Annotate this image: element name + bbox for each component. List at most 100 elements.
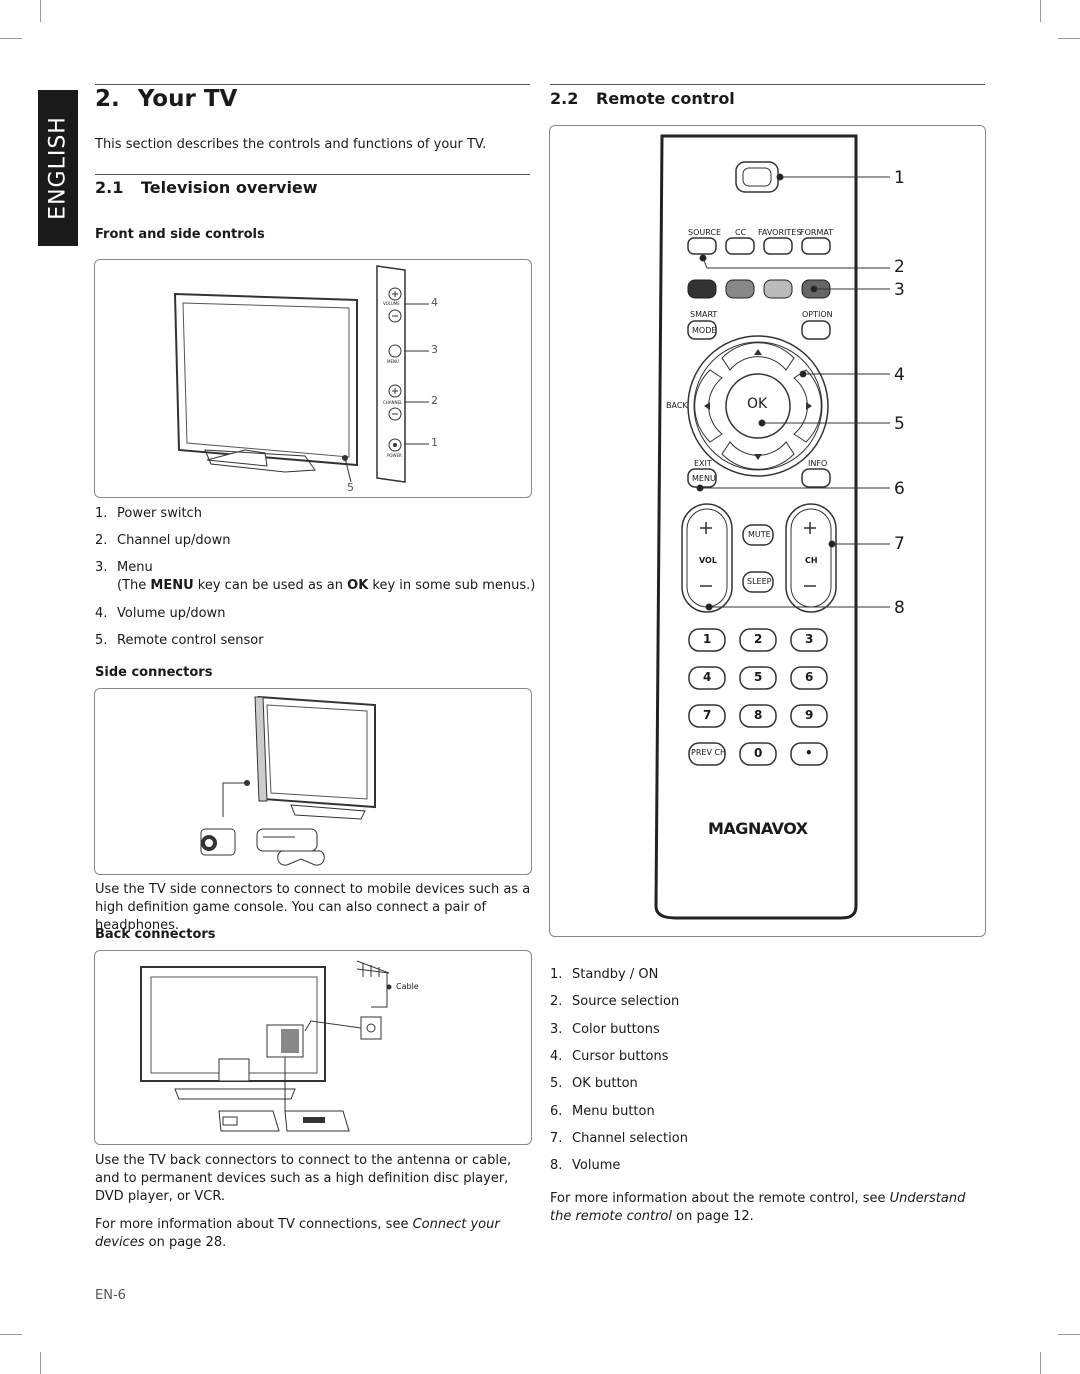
remote-label-mute: MUTE — [748, 530, 771, 539]
digit-key-5: 5 — [754, 670, 763, 684]
section-number: 2.2 — [550, 89, 579, 108]
list-item: 4.Volume up/down — [95, 606, 226, 621]
remote-callout-3: 3 — [894, 280, 905, 300]
cable-label: Cable — [396, 982, 419, 991]
remote-callout-8: 8 — [894, 598, 905, 618]
link-connect-devices[interactable]: Connect your devices — [95, 1217, 500, 1250]
back-connectors-heading: Back connectors — [95, 927, 216, 942]
digit-key-3: 3 — [805, 632, 814, 646]
remote-label-smart: SMART — [690, 310, 718, 319]
back-connectors-text: Use the TV back connectors to connect to… — [95, 1153, 512, 1204]
remote-callout-6: 6 — [894, 479, 905, 499]
crop-mark — [1058, 1334, 1080, 1335]
list-item: 6.Menu button — [550, 1104, 655, 1119]
remote-label-info: INFO — [808, 459, 828, 468]
crop-mark — [40, 1352, 41, 1374]
section-title: Television overview — [141, 178, 318, 197]
front-controls-figure: VOLUME MENU CHANNEL POWER 4 3 2 1 5 — [94, 259, 532, 498]
front-controls-heading: Front and side controls — [95, 227, 265, 242]
remote-label-option: OPTION — [802, 310, 833, 319]
digit-key-dot: • — [805, 746, 813, 760]
front-callout-4: 4 — [431, 296, 438, 309]
list-item: 4.Cursor buttons — [550, 1049, 669, 1064]
panel-label-power: POWER — [387, 453, 402, 458]
remote-label-format: FORMAT — [800, 228, 834, 237]
remote-callout-4: 4 — [894, 365, 905, 385]
list-item: 1.Power switch — [95, 506, 202, 521]
list-item: 1.Standby / ON — [550, 967, 659, 982]
remote-label-mode: MODE — [692, 326, 717, 335]
remote-label-source: SOURCE — [688, 228, 722, 237]
digit-key-9: 9 — [805, 708, 814, 722]
page-number: EN-6 — [95, 1288, 126, 1303]
section-2-2-heading: 2.2 Remote control — [550, 89, 735, 108]
digit-key-6: 6 — [805, 670, 814, 684]
list-item: 7.Channel selection — [550, 1131, 688, 1146]
crop-mark — [1058, 38, 1080, 39]
remote-label-sleep: SLEEP — [747, 577, 772, 586]
digit-key-2: 2 — [754, 632, 763, 646]
list-item: 3.Color buttons — [550, 1022, 660, 1037]
crop-mark — [0, 1334, 22, 1335]
remote-label-prevch: PREV CH — [691, 748, 727, 757]
crop-mark — [1040, 0, 1041, 22]
panel-label-channel: CHANNEL — [383, 400, 403, 405]
section-2-2-rule — [550, 84, 985, 85]
remote-label-ok: OK — [747, 396, 768, 412]
digit-key-8: 8 — [754, 708, 763, 722]
remote-label-back: BACK — [666, 401, 688, 410]
section-number: 2.1 — [95, 178, 124, 197]
remote-label-cc: CC — [735, 228, 747, 237]
chapter-number: 2. — [95, 86, 120, 112]
list-item: 3.Menu — [95, 560, 153, 575]
front-controls-list: 1.Power switch 2.Channel up/down 3.Menu … — [95, 506, 535, 648]
remote-label-vol: VOL — [699, 556, 717, 565]
panel-label-volume: VOLUME — [383, 301, 400, 306]
remote-brand-logo: MAGNAVOX — [708, 819, 808, 838]
remote-callout-7: 7 — [894, 534, 905, 554]
digit-key-7: 7 — [703, 708, 712, 722]
tv-side-illustration — [200, 695, 376, 866]
front-callout-3: 3 — [431, 343, 438, 356]
side-connectors-figure — [94, 688, 532, 875]
remote-callout-5: 5 — [894, 414, 905, 434]
panel-label-menu: MENU — [387, 359, 399, 364]
list-item: 8.Volume — [550, 1158, 621, 1173]
front-callout-5: 5 — [347, 481, 354, 494]
intro-text: This section describes the controls and … — [95, 137, 487, 152]
link-understand-remote[interactable]: Understand the remote control — [550, 1191, 966, 1224]
front-callout-2: 2 — [431, 394, 438, 407]
remote-label-menu: MENU — [692, 474, 716, 483]
remote-button-list: 1.Standby / ON 2.Source selection 3.Colo… — [550, 967, 980, 1173]
side-connectors-heading: Side connectors — [95, 665, 213, 680]
remote-label-exit: EXIT — [694, 459, 712, 468]
list-item: 5.OK button — [550, 1076, 638, 1091]
digit-key-0: 0 — [754, 746, 763, 760]
remote-callout-1: 1 — [894, 168, 905, 188]
remote-illustration — [654, 134, 890, 920]
crop-mark — [0, 38, 22, 39]
remote-control-figure: SOURCE CC FAVORITES FORMAT SMART MODE OP… — [549, 125, 986, 937]
language-tab-label: ENGLISH — [45, 116, 71, 220]
remote-callout-2: 2 — [894, 257, 905, 277]
language-tab — [38, 90, 78, 246]
section-rule — [95, 174, 530, 175]
list-item: 2.Channel up/down — [95, 533, 231, 548]
remote-more-info: For more information about the remote co… — [550, 1191, 966, 1224]
section-2-1-heading: 2.1 Television overview — [95, 178, 318, 197]
back-connectors-figure: Cable — [94, 950, 532, 1145]
remote-label-ch: CH — [805, 556, 818, 565]
chapter-heading: 2.Your TV — [95, 86, 237, 112]
list-item: 2.Source selection — [550, 994, 680, 1009]
crop-mark — [40, 0, 41, 22]
chapter-rule — [95, 84, 530, 85]
section-title: Remote control — [596, 89, 735, 108]
list-item: 5.Remote control sensor — [95, 633, 264, 648]
tv-front-illustration — [173, 265, 429, 483]
back-more-info: For more information about TV connection… — [95, 1217, 500, 1250]
front-callout-1: 1 — [431, 436, 438, 449]
menu-note: (The MENU key can be used as an OK key i… — [117, 578, 536, 593]
remote-label-favorites: FAVORITES — [758, 228, 802, 237]
digit-key-4: 4 — [703, 670, 712, 684]
side-connectors-text: Use the TV side connectors to connect to… — [95, 882, 531, 933]
